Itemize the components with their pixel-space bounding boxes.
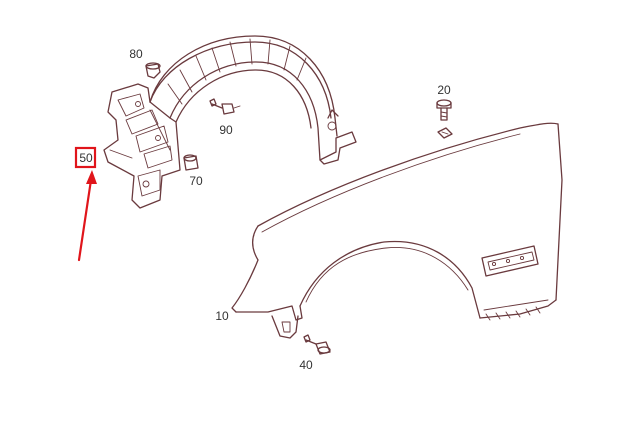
- part-90-screw: [209, 98, 241, 115]
- part-label-70: 70: [189, 174, 203, 188]
- part-label-40: 40: [299, 358, 313, 372]
- highlight-box: [74, 146, 97, 169]
- part-20-screw: [436, 99, 453, 139]
- part-label-20: 20: [437, 83, 451, 97]
- part-label-80: 80: [129, 47, 143, 61]
- wheel-arch-liner: [149, 35, 357, 165]
- part-label-10: 10: [215, 309, 229, 323]
- highlight-arrow: [77, 170, 97, 262]
- fender-panel: [231, 122, 563, 339]
- part-label-90: 90: [219, 123, 233, 137]
- part-label-50: 50: [79, 151, 93, 165]
- part-80-clip: [145, 62, 161, 79]
- part-50-bracket: [103, 83, 181, 209]
- part-40-screw: [303, 334, 331, 355]
- part-70-nut: [183, 154, 199, 171]
